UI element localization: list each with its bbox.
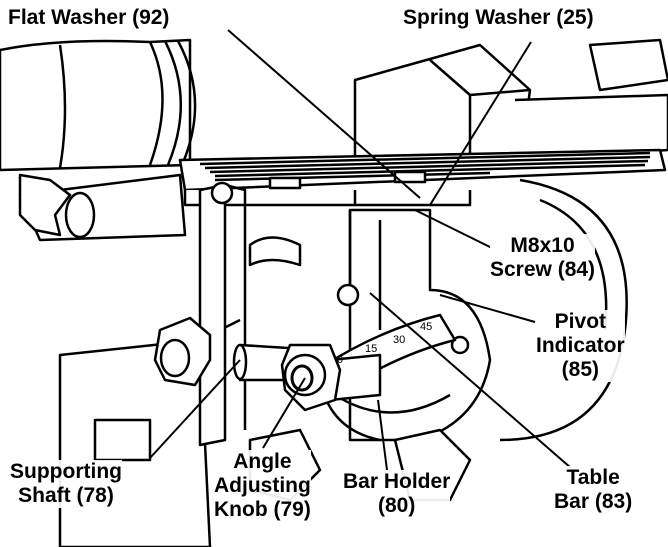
- flat-washer-label: Flat Washer (92): [8, 6, 170, 30]
- leader-lines: [149, 29, 572, 471]
- scale-tick: 15: [365, 343, 377, 355]
- pivot-indicator-label: Pivot Indicator (85): [536, 310, 625, 382]
- scale-tick: 30: [393, 334, 405, 346]
- support-plates: [198, 181, 302, 447]
- m8-screw-label: M8x10 Screw (84): [490, 234, 596, 282]
- spring-washer-label: Spring Washer (25): [403, 6, 594, 30]
- table-bar-label: Table Bar (83): [554, 466, 633, 514]
- fence-assembly: [353, 38, 668, 167]
- table-top: [178, 148, 667, 207]
- left-knob: [153, 316, 212, 387]
- angle-adjusting-knob-label: Angle Adjusting Knob (79): [214, 450, 311, 522]
- scale-tick: 45: [420, 321, 432, 333]
- angle-adjusting-knob: [280, 343, 342, 412]
- supporting-shaft-label: Supporting Shaft (78): [10, 460, 122, 508]
- bar-holder-label: Bar Holder (80): [343, 470, 451, 518]
- motor-housing: [0, 38, 197, 172]
- scale-tick: 0: [337, 354, 343, 366]
- left-arm: [18, 173, 187, 242]
